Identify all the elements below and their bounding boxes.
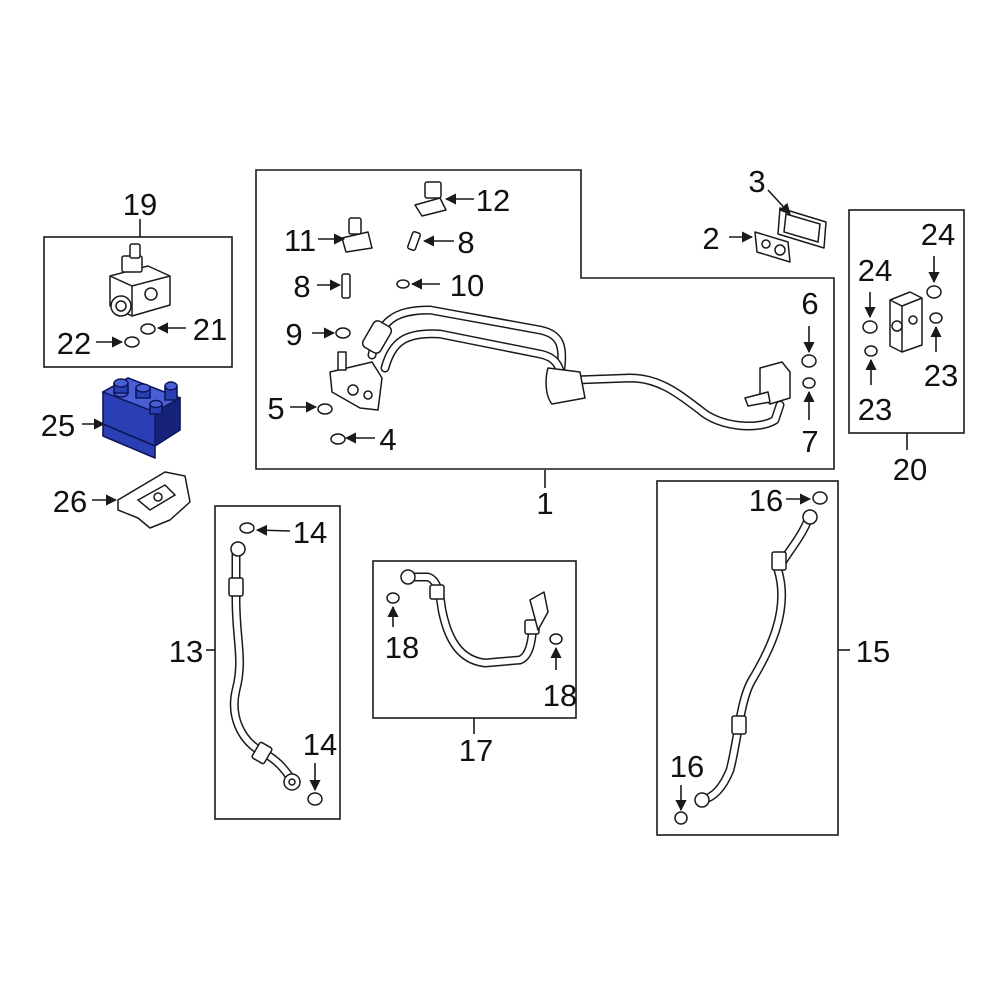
part-19-expansion-valve xyxy=(109,243,171,317)
callout-16-upper: 16 xyxy=(749,483,783,518)
callout-7: 7 xyxy=(801,424,818,459)
callout-21: 21 xyxy=(193,312,227,347)
part-20-expansion-valve xyxy=(889,291,923,353)
part-24-oring-left xyxy=(862,320,878,334)
part-8-valve-core-lower xyxy=(341,273,351,299)
group-box-13 xyxy=(214,505,341,820)
part-16-oring-lower xyxy=(674,811,688,825)
part-23-oring-left xyxy=(864,345,878,357)
part-7-oring xyxy=(802,377,816,389)
part-5-oring xyxy=(317,403,333,415)
part-16-oring-upper xyxy=(812,491,828,505)
group-box-19 xyxy=(43,236,233,368)
part-26-bracket xyxy=(117,471,191,529)
part-23-oring-right xyxy=(929,312,943,324)
callout-11: 11 xyxy=(284,223,316,258)
callout-20: 20 xyxy=(893,452,927,487)
part-6-oring xyxy=(801,354,817,368)
part-12-fitting xyxy=(414,181,447,217)
callout-17: 17 xyxy=(459,733,493,768)
callout-10: 10 xyxy=(450,268,484,303)
part-24-oring-right xyxy=(926,285,942,299)
part-3-gasket xyxy=(777,207,827,249)
ac-line-assembly xyxy=(329,305,791,431)
callout-18-left: 18 xyxy=(385,630,419,665)
callout-2: 2 xyxy=(702,221,719,256)
callout-25: 25 xyxy=(41,408,75,443)
part-15-hose xyxy=(694,509,818,808)
callout-18-right: 18 xyxy=(543,678,577,713)
callout-13: 13 xyxy=(169,634,203,669)
callout-8-lower: 8 xyxy=(293,269,310,304)
callout-23-left: 23 xyxy=(858,392,892,427)
group-box-1 xyxy=(255,169,835,470)
callout-1: 1 xyxy=(536,486,553,521)
group-box-15 xyxy=(656,480,839,836)
callout-19: 19 xyxy=(123,187,157,222)
part-8-valve-core-upper xyxy=(406,230,422,252)
part-22-oring xyxy=(124,336,140,348)
part-18-oring-left xyxy=(386,592,400,604)
part-17-hose xyxy=(400,569,549,668)
callout-24-left: 24 xyxy=(858,253,892,288)
leader-lines xyxy=(82,189,942,812)
callout-9: 9 xyxy=(285,317,302,352)
callout-23-right: 23 xyxy=(924,358,958,393)
part-13-hose xyxy=(228,541,301,791)
callout-5: 5 xyxy=(267,391,284,426)
callout-8-upper: 8 xyxy=(457,225,474,260)
part-10-oring xyxy=(396,279,410,289)
callout-14-upper: 14 xyxy=(293,515,327,550)
callout-24-right: 24 xyxy=(921,217,955,252)
part-25-oil-cooler-highlighted xyxy=(101,377,182,459)
part-2-gasket xyxy=(754,231,791,263)
part-21-oring xyxy=(140,323,156,335)
part-14-oring-lower xyxy=(307,792,323,806)
callout-16-lower: 16 xyxy=(670,749,704,784)
callout-4: 4 xyxy=(379,422,396,457)
callout-3: 3 xyxy=(748,164,765,199)
part-9-oring xyxy=(335,327,351,339)
callout-12: 12 xyxy=(476,183,510,218)
callout-15: 15 xyxy=(856,634,890,669)
part-11-fitting xyxy=(341,217,373,253)
callout-14-lower: 14 xyxy=(303,727,337,762)
part-4-oring xyxy=(330,433,346,445)
callout-6: 6 xyxy=(801,286,818,321)
callout-labels: 1 2 3 4 5 6 7 8 8 9 10 11 12 13 14 14 15… xyxy=(41,164,958,784)
callout-26: 26 xyxy=(53,484,87,519)
callout-22: 22 xyxy=(57,326,91,361)
part-18-oring-right xyxy=(549,633,563,645)
part-14-oring-upper xyxy=(239,522,255,534)
